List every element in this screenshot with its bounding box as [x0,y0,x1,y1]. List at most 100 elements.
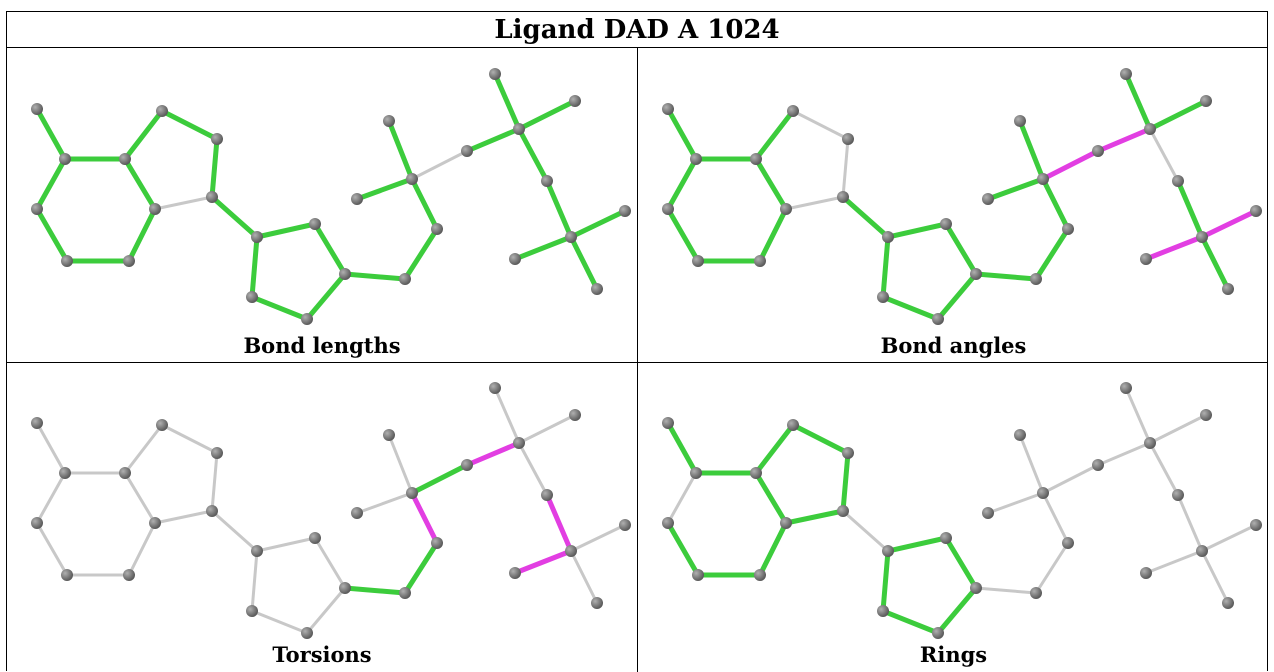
atom-15 [399,273,411,285]
atom-20 [1092,459,1104,471]
atom-10 [251,231,263,243]
bond-23 [1096,441,1152,467]
outlier-bond-27 [544,492,574,554]
highlighted-bond-0 [34,106,68,162]
highlighted-bond-16 [880,234,891,300]
highlighted-bond-7 [122,108,165,162]
atom-4 [123,569,135,581]
highlighted-bond-12 [885,221,949,240]
atom-24 [541,175,553,187]
atom-5 [692,255,704,267]
caption-bond-angles: Bond angles [880,333,1027,358]
atom-17 [406,487,418,499]
highlighted-bond-29 [1199,234,1231,292]
atom-22 [1120,68,1132,80]
atom-12 [970,582,982,594]
vertical-divider [637,48,638,672]
highlighted-bond-13 [943,535,979,591]
highlighted-bond-24 [492,71,522,132]
bond-18 [1034,541,1070,595]
molecule-diagram-bond-lengths [31,68,631,325]
highlighted-bond-0 [665,420,699,476]
atom-19 [383,115,395,127]
atom-6 [662,203,674,215]
atom-14 [246,605,258,617]
highlighted-bond-16 [249,234,260,300]
atom-1 [690,153,702,165]
highlighted-bond-17 [342,585,408,596]
highlighted-bond-9 [840,450,851,514]
atom-5 [692,569,704,581]
bond-20 [986,491,1045,515]
bond-20 [355,491,414,515]
atom-12 [970,268,982,280]
bond-29 [1200,549,1230,605]
atom-2 [119,153,131,165]
atom-4 [123,255,135,267]
bond-30 [569,523,627,553]
bond-5 [35,521,69,577]
atom-22 [489,68,501,80]
highlighted-bond-18 [1033,226,1071,282]
bond-9 [210,451,219,513]
atom-28 [619,205,631,217]
atom-25 [565,545,577,557]
highlighted-bond-27 [544,178,574,240]
atom-21 [513,123,525,135]
atom-1 [690,467,702,479]
highlighted-bond-18 [402,540,440,596]
highlighted-bond-7 [753,108,796,162]
bond-8 [160,423,219,455]
highlighted-bond-2 [753,156,789,212]
highlighted-bond-26 [516,126,550,184]
atom-14 [877,291,889,303]
atom-9 [206,505,218,517]
atom-10 [251,545,263,557]
atom-26 [1140,253,1152,265]
atom-18 [982,507,994,519]
atom-6 [31,203,43,215]
atom-7 [156,105,168,117]
highlighted-bond-17 [973,271,1039,282]
highlighted-bond-24 [1123,71,1153,132]
atom-9 [837,505,849,517]
atom-3 [149,203,161,215]
atom-0 [662,417,674,429]
atom-13 [301,627,313,639]
bond-12 [255,536,317,553]
bond-25 [1148,413,1208,445]
atom-28 [1250,205,1262,217]
atom-3 [149,517,161,529]
highlighted-bond-8 [790,422,851,456]
highlighted-bond-19 [409,176,440,232]
atom-19 [383,429,395,441]
atom-25 [1196,545,1208,557]
highlighted-bond-2 [753,470,789,526]
panel-rings: Rings [638,363,1269,672]
highlighted-bond-15 [880,294,941,322]
bond-10 [153,509,214,525]
atom-17 [1037,487,1049,499]
bond-3 [127,521,157,577]
bond-6 [666,471,698,525]
outlier-bond-23 [464,440,522,468]
atom-4 [754,255,766,267]
highlighted-bond-5 [34,206,70,264]
highlighted-bond-30 [568,208,628,240]
atom-20 [461,459,473,471]
bond-28 [1144,549,1204,575]
atom-27 [1222,597,1234,609]
atom-16 [431,537,443,549]
outlier-bond-23 [1095,126,1153,154]
atom-9 [206,191,218,203]
outlier-bond-19 [409,490,440,546]
atom-24 [1172,489,1184,501]
bond-15 [250,609,309,635]
atom-15 [399,587,411,599]
atom-7 [787,105,799,117]
highlighted-bond-12 [254,221,318,240]
panel-torsions: Torsions [7,363,637,672]
atom-16 [1062,223,1074,235]
atom-19 [1014,115,1026,127]
highlighted-bond-20 [985,176,1046,202]
